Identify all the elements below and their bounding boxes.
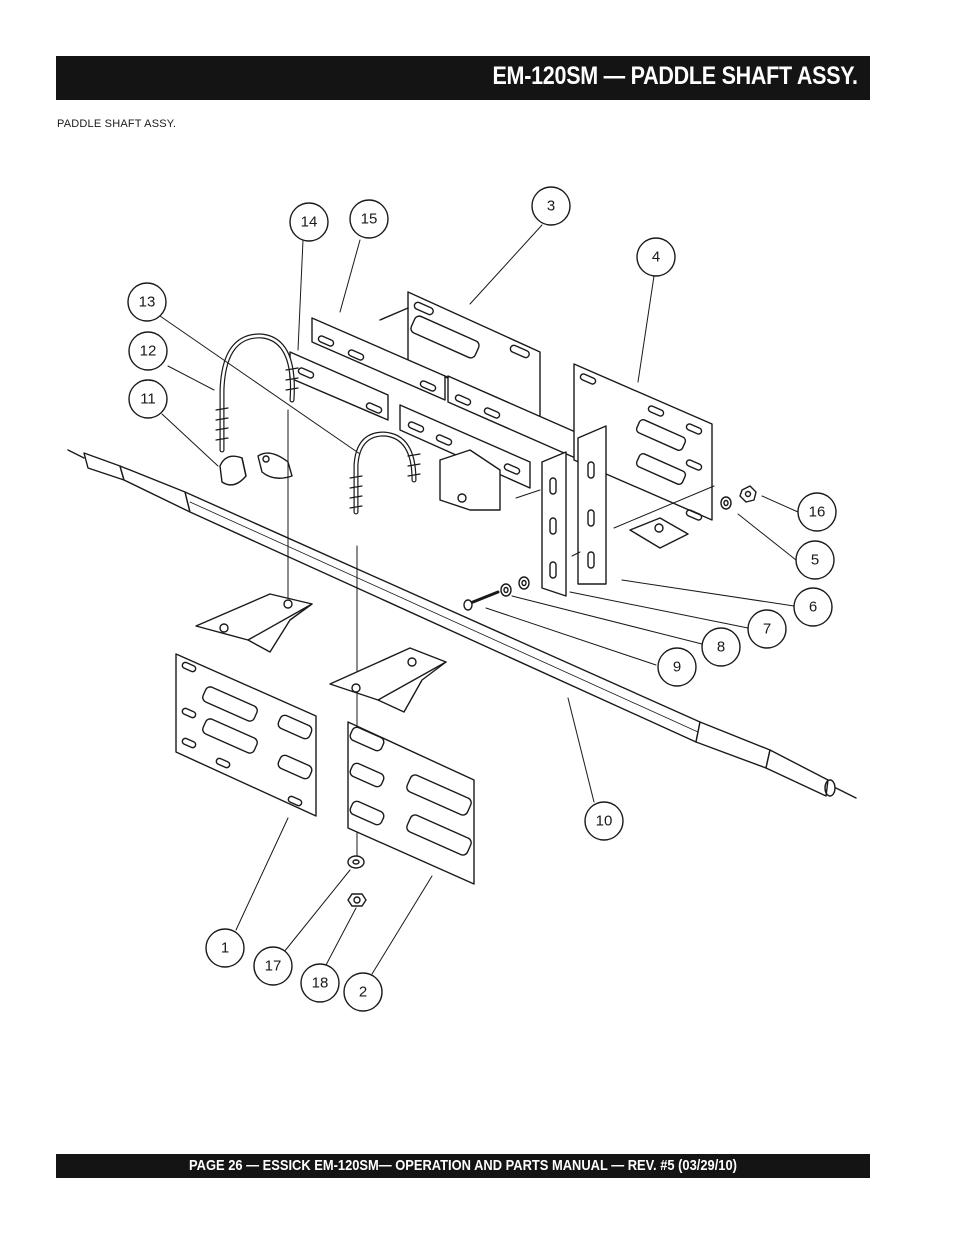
callout-label: 1 bbox=[221, 940, 229, 957]
callout-label: 17 bbox=[265, 958, 282, 975]
callout-18 bbox=[300, 963, 340, 1003]
callout-label: 4 bbox=[652, 249, 660, 266]
callout-2 bbox=[343, 972, 383, 1012]
footer-bar: PAGE 26 — ESSICK EM-120SM— OPERATION AND… bbox=[56, 1154, 870, 1178]
hardware-bolt-washers bbox=[463, 485, 757, 611]
end-caps-11 bbox=[219, 452, 293, 486]
u-bolt-12 bbox=[215, 333, 299, 453]
callout-label: 2 bbox=[359, 984, 367, 1001]
callout-label: 8 bbox=[717, 639, 725, 656]
callouts bbox=[127, 186, 837, 1012]
clamp-bar-6-7 bbox=[541, 425, 607, 597]
callout-label: 6 bbox=[809, 599, 817, 616]
callout-17 bbox=[253, 946, 293, 986]
callout-11 bbox=[128, 379, 168, 419]
paddle-shaft bbox=[67, 449, 857, 799]
right-paddle-plate-4 bbox=[573, 363, 713, 549]
callout-label: 11 bbox=[140, 391, 156, 408]
callout-label: 7 bbox=[763, 621, 771, 638]
callout-6 bbox=[793, 587, 833, 627]
callout-label: 12 bbox=[140, 343, 157, 360]
second-paddle-plate bbox=[399, 375, 581, 511]
section-subtitle: PADDLE SHAFT ASSY. bbox=[57, 118, 177, 130]
callout-15 bbox=[349, 199, 389, 239]
callout-label: 9 bbox=[673, 659, 681, 676]
middle-paddle-plate bbox=[289, 317, 491, 421]
lower-paddle-plate-2 bbox=[329, 647, 475, 885]
callout-4 bbox=[636, 237, 676, 277]
callout-label: 16 bbox=[809, 504, 826, 521]
callout-9 bbox=[657, 647, 697, 687]
callout-7 bbox=[747, 609, 787, 649]
callout-8 bbox=[701, 627, 741, 667]
callout-5 bbox=[795, 540, 835, 580]
callout-labels: 1 2 3 4 5 6 7 8 9 10 11 12 13 14 15 16 1… bbox=[139, 198, 826, 1001]
callout-label: 5 bbox=[811, 552, 819, 569]
callout-label: 10 bbox=[596, 813, 613, 830]
u-bolt-13 bbox=[349, 431, 421, 515]
callout-14 bbox=[289, 202, 329, 242]
footer-text: PAGE 26 — ESSICK EM-120SM— OPERATION AND… bbox=[189, 1157, 737, 1174]
callout-10 bbox=[584, 801, 624, 841]
lower-washer-nut bbox=[347, 855, 367, 907]
header-bar: EM-120SM — PADDLE SHAFT ASSY. bbox=[56, 56, 870, 100]
callout-label: 14 bbox=[301, 214, 318, 231]
page-title: EM-120SM — PADDLE SHAFT ASSY. bbox=[492, 62, 859, 90]
callout-13 bbox=[127, 282, 167, 322]
callout-16 bbox=[797, 492, 837, 532]
callout-1 bbox=[205, 928, 245, 968]
callout-label: 15 bbox=[361, 211, 378, 228]
leader-lines bbox=[159, 224, 799, 975]
callout-label: 13 bbox=[139, 294, 156, 311]
callout-label: 3 bbox=[547, 198, 555, 215]
callout-12 bbox=[128, 331, 168, 371]
lower-paddle-plate-1 bbox=[175, 593, 317, 817]
callout-label: 18 bbox=[312, 975, 329, 992]
callout-3 bbox=[531, 186, 571, 226]
